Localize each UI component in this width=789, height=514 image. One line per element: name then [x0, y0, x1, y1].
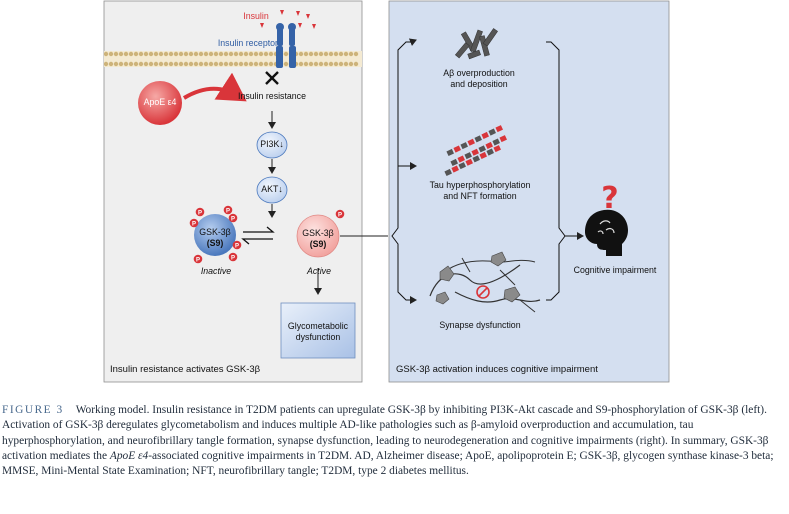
pi3k-node [256, 131, 288, 159]
insulin-molecules [260, 10, 316, 29]
bracket-lines [391, 38, 584, 304]
active-label: Active [307, 266, 331, 276]
phosphate-icon: P [189, 218, 199, 228]
svg-text:P: P [196, 258, 200, 264]
block-x-icon [265, 71, 279, 85]
phosphate-icon: P [223, 205, 233, 215]
apoe-arrow [182, 72, 247, 102]
left-panel-title: Insulin resistance activates GSK-3β [110, 364, 261, 375]
pathway-arrows [268, 111, 388, 295]
tau-tangle-icon [444, 125, 507, 176]
akt-node [256, 176, 288, 204]
svg-text:P: P [338, 213, 342, 219]
neuron-network-icon [429, 251, 541, 313]
gsk-inactive-label: GSK-3β (S9) [199, 227, 231, 248]
insulin-label: Insulin [243, 11, 269, 21]
akt-label: AKT↓ [261, 184, 283, 194]
apoe-label: ApoE ε4 [143, 97, 177, 107]
glycometabolic-label: Glycometabolic dysfunction [287, 321, 349, 342]
apoe-node [138, 81, 182, 125]
gsk-active-label: GSK-3β (S9) [302, 228, 334, 249]
phosphate-icon: P [193, 254, 203, 264]
glycometabolic-box [280, 302, 356, 359]
insulin-receptor-label: Insulin receptor [217, 38, 278, 48]
phosphate-icon: P [335, 209, 345, 219]
tau-label: Tau hyperphosphorylation and NFT formati… [429, 180, 531, 201]
insulin-receptor-icon [276, 23, 296, 68]
svg-text:P: P [226, 209, 230, 215]
pi3k-label: PI3K↓ [260, 139, 284, 149]
synapse-label: Synapse dysfunction [439, 320, 521, 330]
svg-text:P: P [231, 256, 235, 262]
figure-number: FIGURE 3 [2, 404, 64, 416]
svg-text:?: ? [601, 181, 618, 216]
cell-membrane [103, 51, 362, 67]
gsk-inactive-node [194, 214, 236, 256]
gsk-active-node [296, 214, 340, 258]
right-panel-title: GSK-3β activation induces cognitive impa… [396, 364, 598, 375]
caption-text: Working model. Insulin resistance in T2D… [2, 404, 769, 462]
inactive-label: Inactive [200, 266, 232, 276]
svg-text:P: P [192, 222, 196, 228]
phosphate-icon: P [195, 207, 205, 217]
cognitive-label: Cognitive impairment [573, 265, 657, 275]
equilibrium-arrows-icon [241, 226, 275, 245]
svg-text:P: P [198, 211, 202, 217]
abeta-label: Aβ overproduction and deposition [443, 68, 515, 89]
caption-text-end: -associated cognitive impairments in T2D… [2, 449, 774, 478]
svg-text:P: P [235, 244, 239, 250]
phosphate-icon: P [228, 213, 238, 223]
svg-text:P: P [231, 217, 235, 223]
phosphate-icon: P [228, 252, 238, 262]
right-panel-bg [388, 0, 670, 383]
phosphate-icon: P [232, 240, 242, 250]
insulin-resistance-label: Insulin resistance [238, 91, 306, 101]
cognitive-impairment-head-icon: ? [585, 181, 628, 256]
amyloid-plaque-icon [454, 28, 498, 60]
caption-italic: ApoE ε4 [109, 449, 149, 462]
